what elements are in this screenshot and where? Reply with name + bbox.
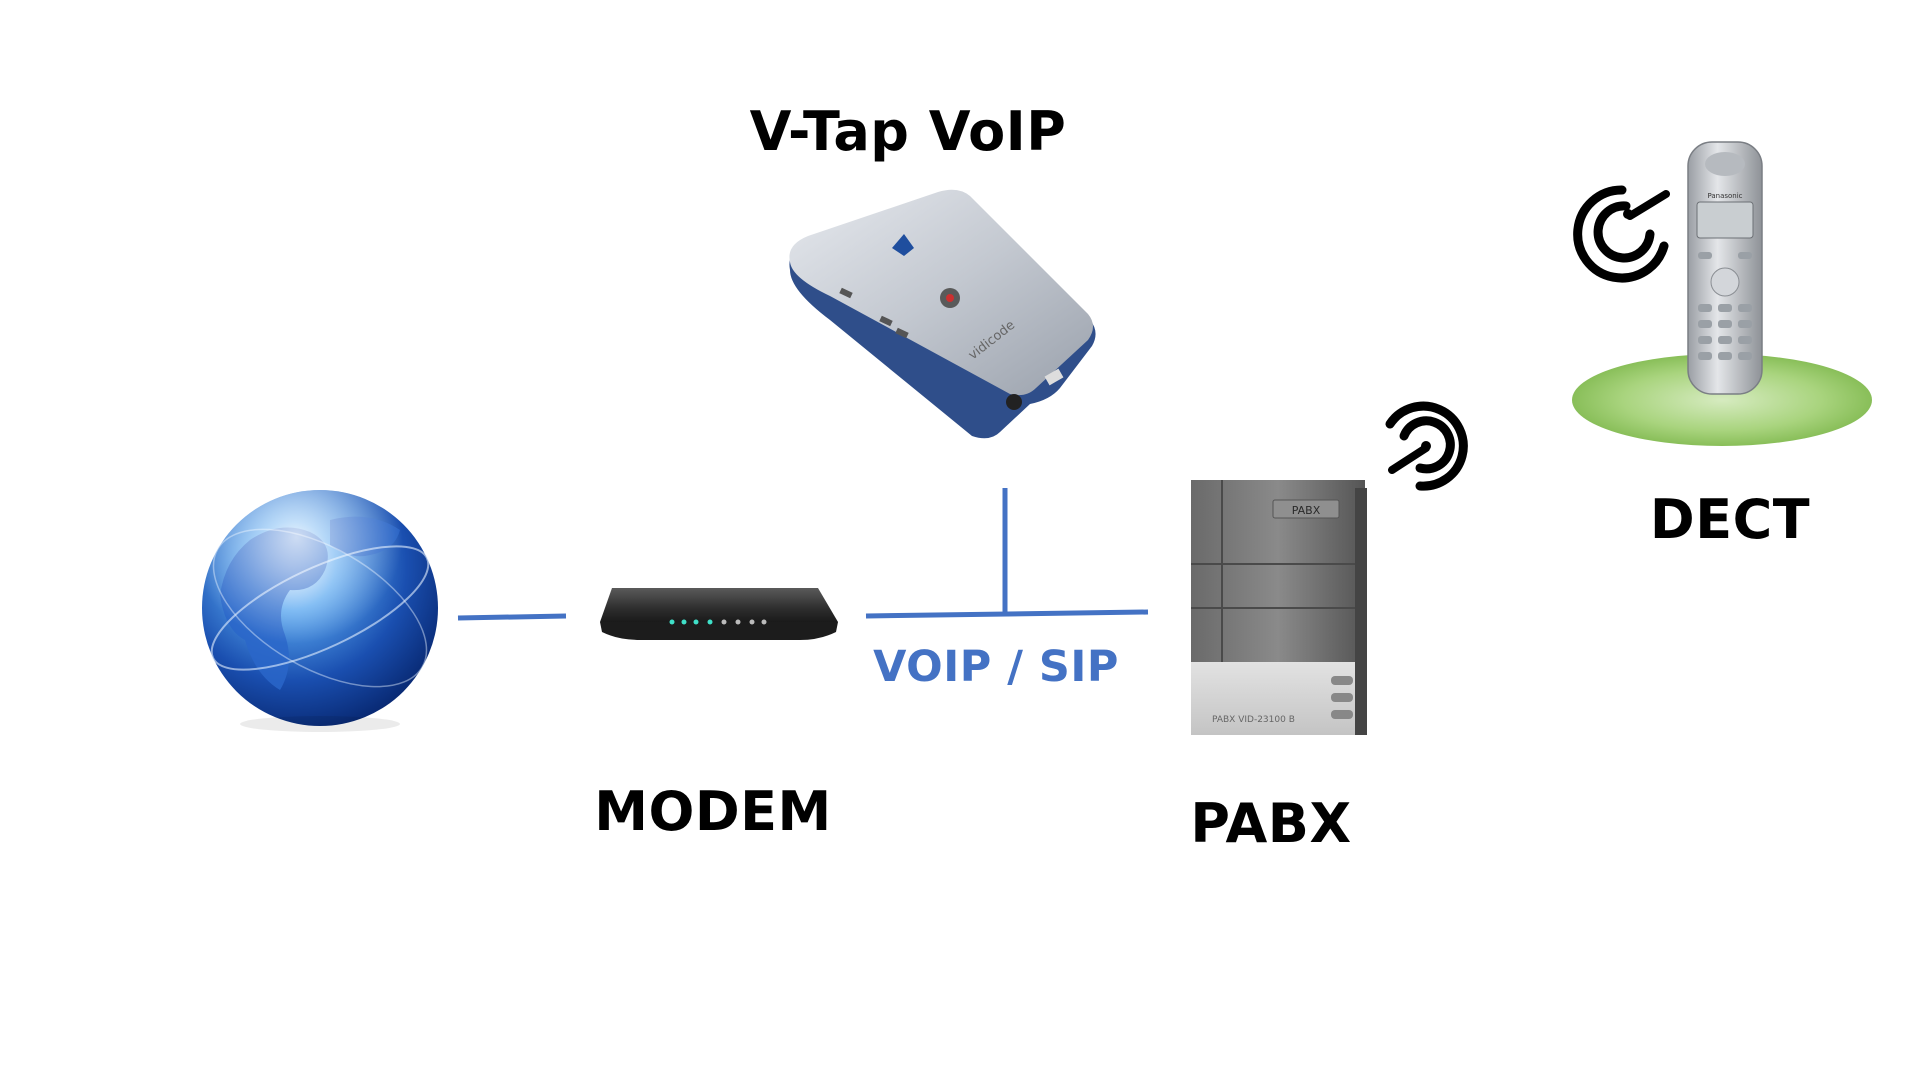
pabx-cabinet-icon: PABX PABX VID-23100 B: [1191, 480, 1367, 735]
pabx-label: PABX: [1190, 792, 1352, 855]
dect-brand-text: Panasonic: [1707, 192, 1742, 200]
link-lines: [457, 488, 1149, 621]
vtap-device-icon: vidicode: [789, 189, 1096, 439]
modem-icon: [600, 588, 838, 640]
voip-sip-link-label: VOIP / SIP: [873, 642, 1119, 692]
dect-label: DECT: [1649, 488, 1811, 551]
pabx-model-text: PABX VID-23100 B: [1212, 715, 1295, 725]
globe-icon: [202, 490, 438, 732]
pabx-panel-badge: PABX: [1292, 504, 1321, 517]
modem-label: MODEM: [594, 780, 832, 843]
dect-handset-icon: Panasonic: [1572, 141, 1872, 446]
wireless-signal-icon: [1573, 185, 1670, 283]
wireless-signal-icon: [1385, 401, 1468, 491]
link-internet-modem: [457, 613, 567, 621]
vtap-label: V-Tap VoIP: [749, 100, 1067, 163]
